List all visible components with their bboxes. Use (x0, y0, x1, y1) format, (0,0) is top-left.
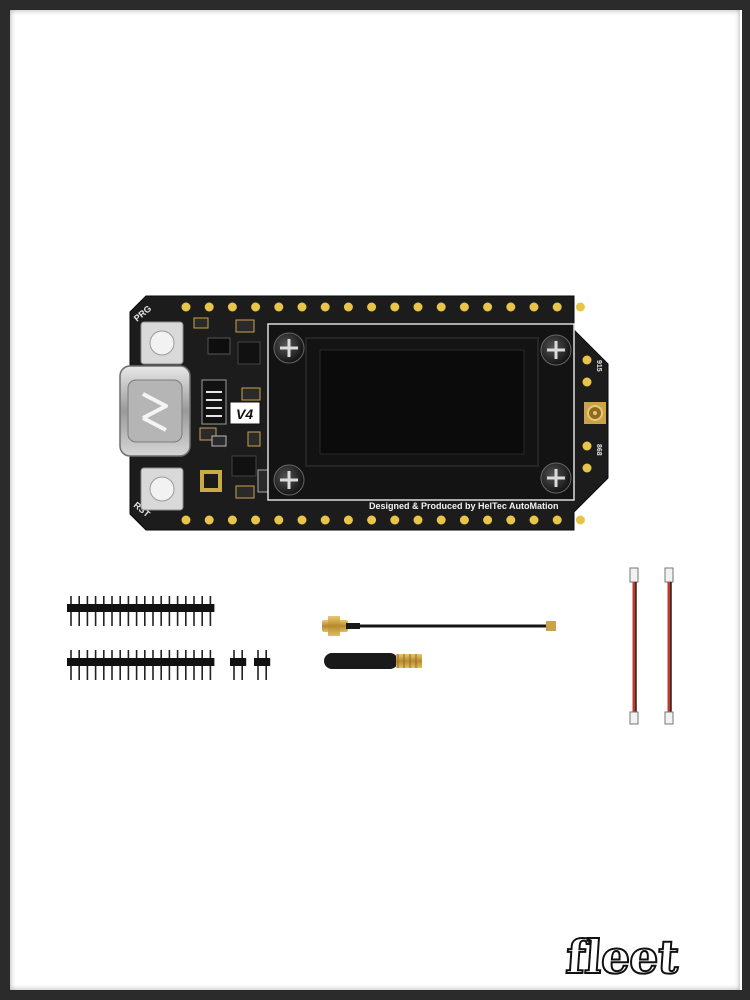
pin-pad (343, 515, 353, 525)
button-icon (149, 476, 175, 502)
lora-board: PRG RST (119, 295, 609, 531)
pin-pad (483, 515, 493, 525)
chip-text-868: 868 (595, 444, 602, 456)
cable-icon (664, 567, 674, 725)
version-badge: V4 (229, 401, 261, 425)
pin-pad (529, 302, 539, 312)
header-strip (254, 658, 271, 666)
version-label: V4 (236, 406, 253, 422)
pin-pad (575, 302, 585, 312)
header-strip (230, 658, 247, 666)
cable-icon (629, 567, 639, 725)
bottom-pin-pads (181, 515, 585, 525)
pin-pad (320, 515, 330, 525)
screw-icon (540, 334, 572, 366)
antenna-icon (324, 653, 422, 669)
pin-header-icon (230, 650, 247, 680)
screw-icon (273, 464, 305, 496)
smd-components (193, 317, 269, 499)
rst-button[interactable] (140, 467, 184, 511)
side-pin-pads (582, 355, 592, 473)
top-pin-pads (181, 302, 585, 312)
pin-pad (274, 515, 284, 525)
screw-icon (273, 332, 305, 364)
pin-pad (459, 302, 469, 312)
pin-pad (390, 515, 400, 525)
pin-pad (343, 302, 353, 312)
pin-pad (181, 515, 191, 525)
pin-pad (320, 302, 330, 312)
pin-pad (297, 302, 307, 312)
usb-c-port-icon[interactable] (119, 365, 191, 457)
pin-pad (483, 302, 493, 312)
screw-icon (540, 462, 572, 494)
header-strip (67, 658, 215, 666)
pin-pad (181, 302, 191, 312)
pin-pad (251, 302, 261, 312)
header-strip (67, 604, 215, 612)
pin-header-icon (67, 596, 215, 626)
pin-pad (204, 515, 214, 525)
pigtail-cable (322, 616, 556, 636)
ipex-connector (584, 402, 606, 424)
pin-pad (251, 515, 261, 525)
pin-pad (436, 302, 446, 312)
pin-pad (506, 302, 516, 312)
oled-module (267, 323, 575, 501)
credit-text: Designed & Produced by HelTec AutoMation (369, 501, 559, 511)
pin-pad (436, 515, 446, 525)
prg-button[interactable] (140, 321, 184, 365)
pin-pad (390, 302, 400, 312)
pin-pad (413, 515, 423, 525)
pin-pad (297, 515, 307, 525)
chip-text-915: 915 (595, 360, 602, 372)
button-icon (149, 330, 175, 356)
pin-pad (552, 515, 562, 525)
pin-pad (367, 515, 377, 525)
pin-pad (413, 302, 423, 312)
pin-header-icon (67, 650, 215, 680)
pin-pad (204, 302, 214, 312)
pin-pad (575, 515, 585, 525)
pin-pad (459, 515, 469, 525)
pin-pad (227, 302, 237, 312)
pin-pad (506, 515, 516, 525)
oled-screen (319, 349, 525, 455)
pin-pad (529, 515, 539, 525)
pin-pad (227, 515, 237, 525)
pin-pad (274, 302, 284, 312)
watermark-logo: fleet (563, 929, 681, 985)
pin-header-icon (254, 650, 271, 680)
pin-pad (367, 302, 377, 312)
pin-pad (552, 302, 562, 312)
